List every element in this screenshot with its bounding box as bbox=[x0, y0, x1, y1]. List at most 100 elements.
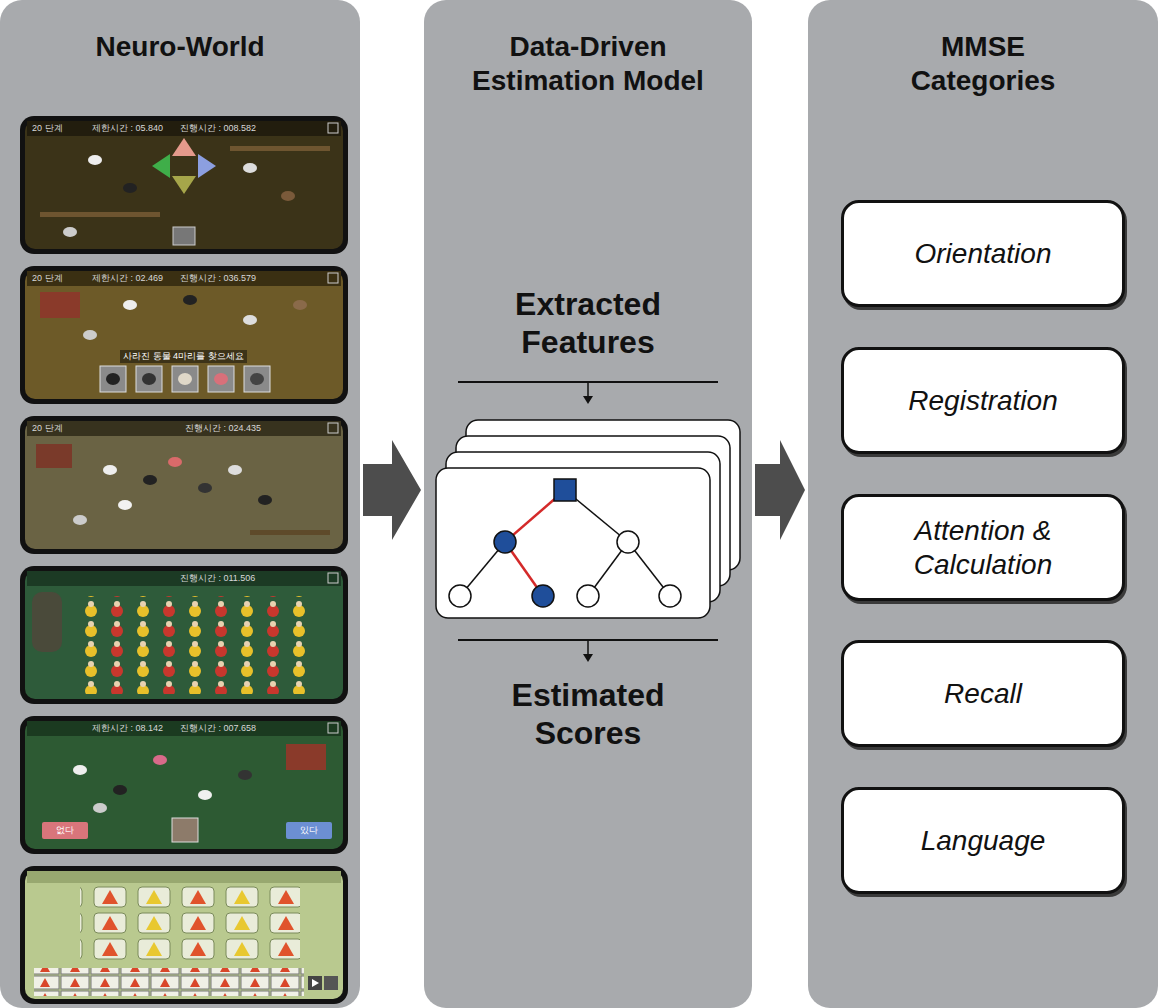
game-screenshot bbox=[20, 116, 348, 254]
arrow-right bbox=[198, 154, 216, 178]
model-illustration bbox=[436, 382, 740, 662]
panel-heading: MMSE Categories bbox=[878, 30, 1088, 97]
stage-label: Estimated Scores bbox=[478, 676, 698, 753]
category-box: Recall bbox=[841, 640, 1125, 747]
animal bbox=[113, 785, 127, 795]
animal bbox=[198, 790, 212, 800]
barn bbox=[40, 292, 80, 318]
choice-icon bbox=[208, 366, 234, 392]
animal-icon bbox=[250, 373, 264, 385]
animal bbox=[238, 770, 252, 780]
animal-icon bbox=[106, 373, 120, 385]
hud-bar bbox=[27, 571, 341, 586]
game-hud-text: 제한시간 : 08.142 bbox=[92, 723, 163, 734]
category-label: Registration bbox=[908, 384, 1057, 418]
animal bbox=[143, 475, 157, 485]
screen-scene bbox=[25, 871, 343, 999]
flow-tick-head bbox=[583, 396, 593, 404]
category-box: Orientation bbox=[841, 200, 1125, 307]
animal bbox=[88, 155, 102, 165]
hud-bar bbox=[27, 121, 341, 136]
animal-icon bbox=[214, 373, 228, 385]
screen-scene bbox=[25, 571, 343, 699]
stage-label: Extracted Features bbox=[478, 285, 698, 362]
fence bbox=[40, 212, 160, 217]
animal bbox=[228, 465, 242, 475]
column-panel: Neuro-World bbox=[0, 0, 360, 1008]
animal bbox=[63, 227, 77, 237]
tree-node bbox=[617, 531, 639, 553]
game-hud-text: 제한시간 : 05.840 bbox=[92, 123, 163, 134]
panel-ground bbox=[0, 0, 360, 1008]
tree-leaf bbox=[449, 585, 471, 607]
screen-frame bbox=[20, 716, 348, 854]
portrait-icon bbox=[173, 227, 195, 245]
game-hud-text: 진행시간 : 008.582 bbox=[180, 123, 256, 134]
flow-arrow bbox=[363, 440, 421, 540]
tree-card bbox=[436, 468, 710, 618]
game-screenshot bbox=[20, 416, 348, 554]
screen-scene bbox=[25, 421, 343, 549]
animal-icon bbox=[178, 373, 192, 385]
animal bbox=[183, 295, 197, 305]
column-panel: MMSE CategoriesOrientationRegistrationAt… bbox=[808, 0, 1158, 1008]
panel-ground bbox=[808, 0, 1158, 1008]
animal bbox=[123, 300, 137, 310]
animal bbox=[293, 300, 307, 310]
category-label: Attention & Calculation bbox=[858, 514, 1108, 581]
tree-root bbox=[554, 479, 576, 501]
hud-bar bbox=[27, 421, 341, 436]
game-hud-text: 20 단계 bbox=[32, 273, 63, 284]
animal bbox=[243, 163, 257, 173]
choice-icon bbox=[100, 366, 126, 392]
barn bbox=[36, 444, 72, 468]
hud-bar bbox=[27, 271, 341, 286]
screen-scene bbox=[25, 721, 343, 849]
animal bbox=[198, 483, 212, 493]
category-label: Orientation bbox=[915, 237, 1052, 271]
panel-heading: Data-Driven Estimation Model bbox=[438, 30, 738, 97]
game-screenshot bbox=[20, 566, 348, 704]
game-screenshot bbox=[20, 716, 348, 854]
category-box: Registration bbox=[841, 347, 1125, 454]
category-label: Recall bbox=[944, 677, 1022, 711]
game-screenshot bbox=[20, 266, 348, 404]
flow-tick bbox=[587, 382, 589, 398]
animal bbox=[123, 183, 137, 193]
flow-arrow bbox=[755, 440, 805, 540]
animal bbox=[83, 330, 97, 340]
game-button-text: 없다 bbox=[42, 822, 88, 839]
portrait-icon bbox=[172, 818, 198, 842]
choice-icon bbox=[172, 366, 198, 392]
play-button bbox=[308, 976, 322, 990]
animal bbox=[73, 515, 87, 525]
category-box: Attention & Calculation bbox=[841, 494, 1125, 601]
pause-icon bbox=[328, 123, 338, 133]
animal-icon bbox=[142, 373, 156, 385]
tree-leaf bbox=[659, 585, 681, 607]
cone-tray bbox=[34, 968, 304, 996]
pause-icon bbox=[328, 573, 338, 583]
category-label: Language bbox=[921, 824, 1046, 858]
hud-bar bbox=[27, 871, 341, 883]
play-symbol bbox=[312, 979, 319, 987]
pause-icon bbox=[328, 723, 338, 733]
fence bbox=[230, 146, 330, 151]
fence bbox=[250, 530, 330, 535]
screen-frame bbox=[20, 866, 348, 1004]
game-hud-text: 진행시간 : 036.579 bbox=[180, 273, 256, 284]
animal bbox=[93, 803, 107, 813]
arrow-down bbox=[172, 176, 196, 194]
arrow-left bbox=[152, 154, 170, 178]
animal bbox=[73, 765, 87, 775]
screen-frame bbox=[20, 266, 348, 404]
screen-frame bbox=[20, 566, 348, 704]
screen-scene bbox=[25, 121, 343, 249]
barn bbox=[286, 744, 326, 770]
help-button bbox=[324, 976, 338, 990]
arrow-up bbox=[172, 138, 196, 156]
game-hud-text: 20 단계 bbox=[32, 123, 63, 134]
panel-ground bbox=[424, 0, 752, 1008]
choice-icon bbox=[244, 366, 270, 392]
